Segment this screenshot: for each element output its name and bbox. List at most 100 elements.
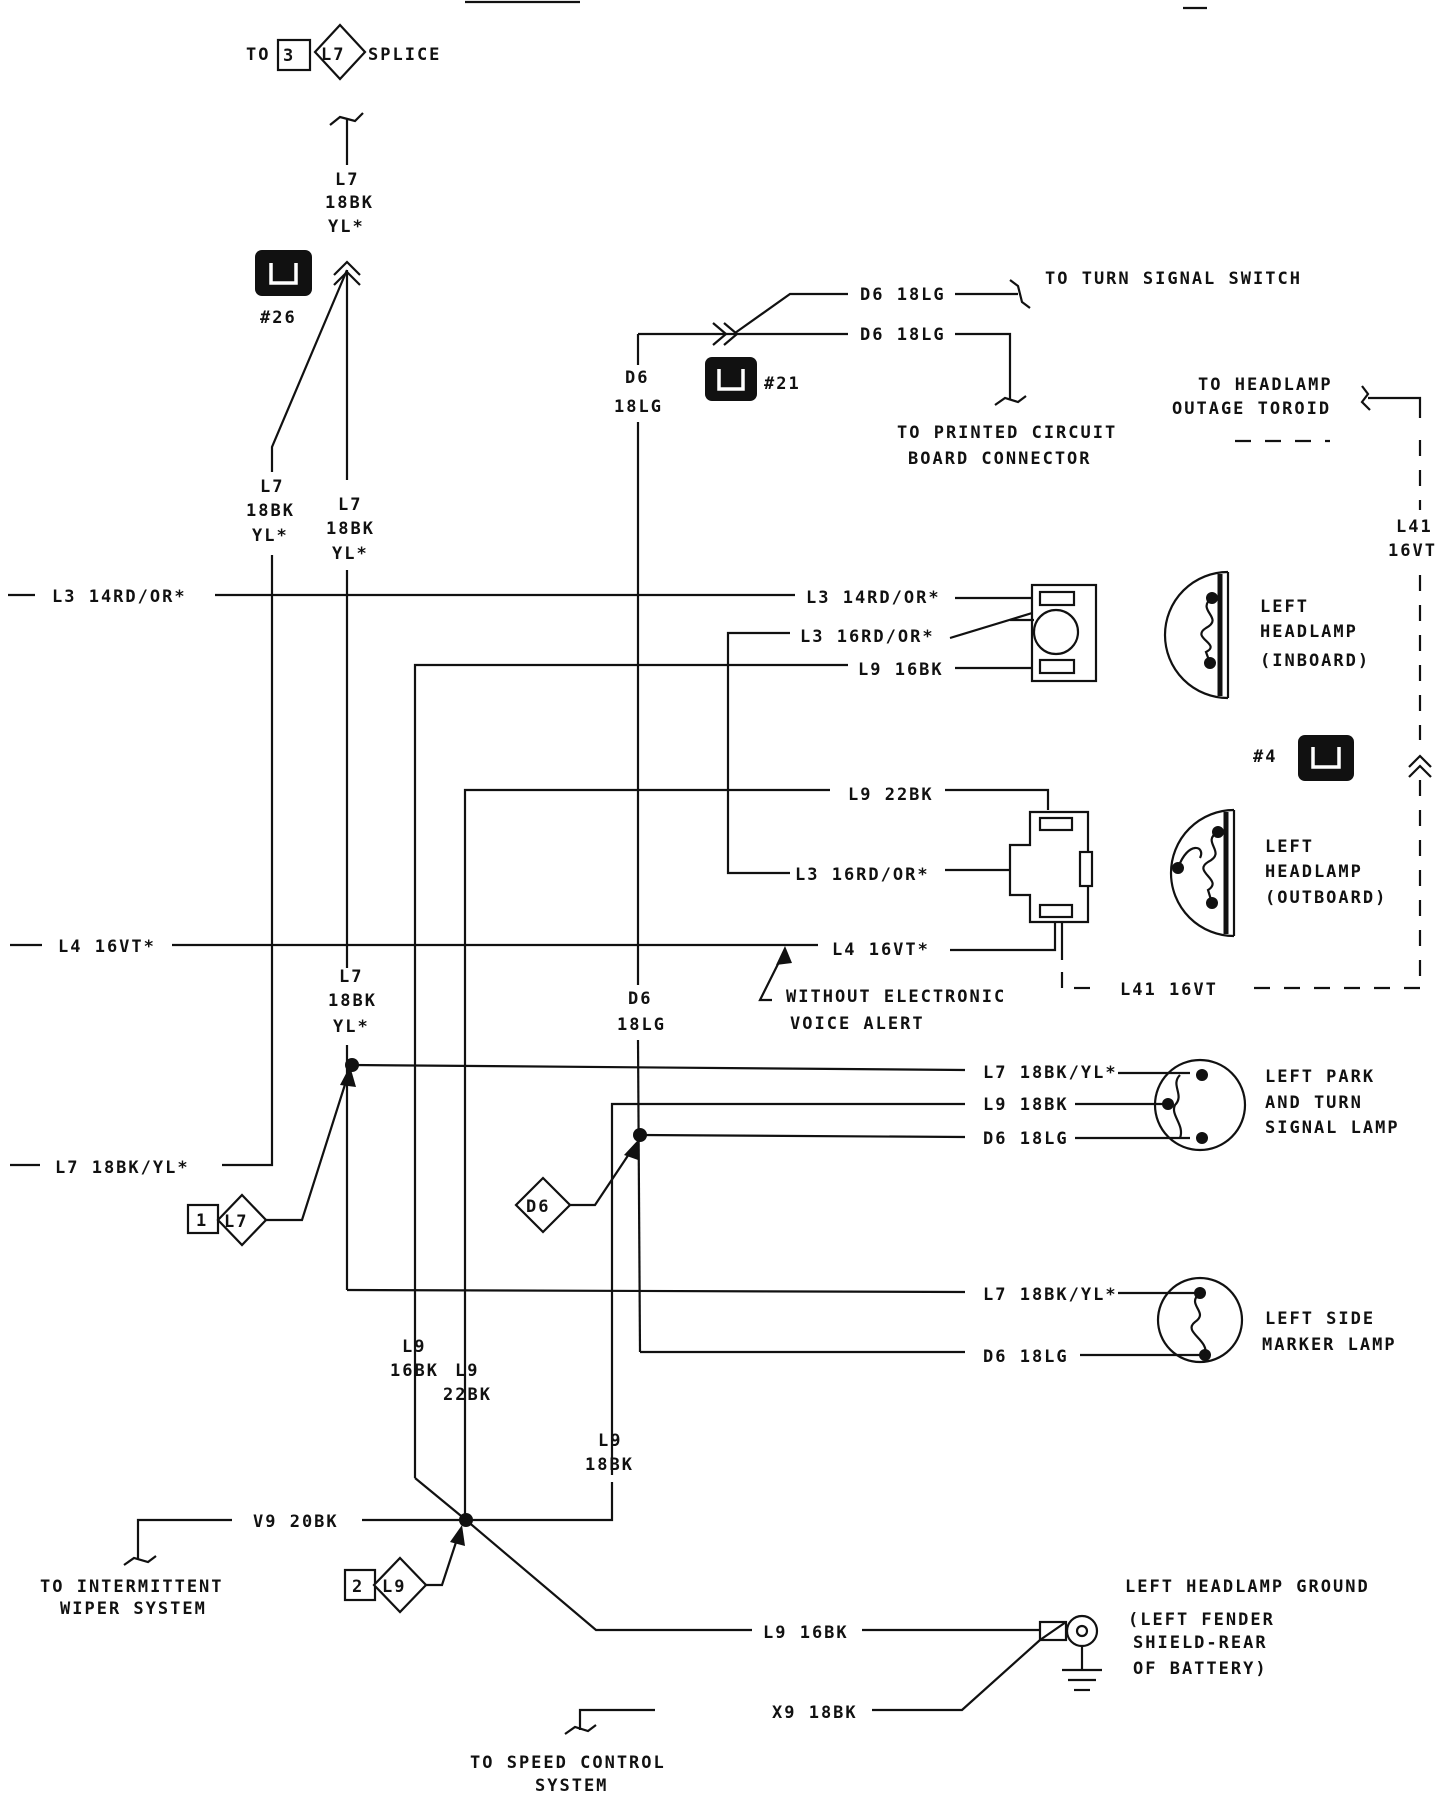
splice-diamond [216, 1193, 268, 1247]
lamp-label: SIGNAL LAMP [1265, 1118, 1400, 1138]
lamp-housing [1163, 570, 1229, 700]
wire-label: 18LG [617, 1015, 666, 1035]
splice-leader [426, 1529, 462, 1587]
wire-label: 18BK [325, 193, 374, 213]
connector-icon-glyph [269, 263, 298, 285]
destination-label: TO HEADLAMP [1198, 375, 1333, 395]
splice-number: 1 [196, 1211, 208, 1231]
splice-reference-top: TO 3 L7 SPLICE [246, 23, 441, 81]
wire-label: L7 18BK/YL* [983, 1063, 1118, 1083]
note-label: WITHOUT ELECTRONIC [786, 987, 1006, 1007]
wire-label: 16VT [1388, 541, 1437, 561]
wire-l9-18bk [610, 1102, 965, 1475]
splice-diamond [313, 23, 367, 81]
wire-label: D6 18LG [860, 285, 946, 305]
connector-pin [1038, 658, 1076, 675]
destination-label: TO PRINTED CIRCUIT [897, 423, 1117, 443]
wire-label: D6 18LG [860, 325, 946, 345]
splice-1-reference: 1 L7 [186, 1066, 356, 1247]
connector-chevrons [712, 322, 739, 346]
wire-label: L7 18BK/YL* [55, 1158, 190, 1178]
wire-label: L41 [1396, 517, 1433, 537]
wire-l3-loop [726, 631, 790, 875]
splice-leader [266, 1074, 350, 1222]
splice-circuit: L7 [321, 45, 345, 65]
outboard-connector [1008, 810, 1094, 960]
wire-l41-top [1368, 396, 1422, 418]
wire-x9-left [578, 1708, 655, 1730]
ground-label: (LEFT FENDER [1128, 1610, 1275, 1630]
ground-label: LEFT HEADLAMP GROUND [1125, 1577, 1370, 1597]
wire-label: D6 [625, 368, 649, 388]
connector-number: #21 [764, 374, 801, 394]
connector-26: #26 [255, 250, 312, 328]
wire-label: L3 16RD/OR* [800, 627, 935, 647]
destination-label: SYSTEM [535, 1776, 608, 1794]
wire-d6-lower [636, 1039, 642, 1353]
wire-label: L9 16BK [858, 660, 944, 680]
wire-label: V9 20BK [253, 1512, 339, 1532]
wire-label: L3 14RD/OR* [806, 588, 941, 608]
ground-symbol [1038, 1614, 1102, 1692]
wire-d6-lower-right [955, 332, 1012, 400]
wire-label: D6 18LG [983, 1347, 1069, 1367]
connector-icon-glyph [1311, 747, 1341, 769]
wire-label: 18BK [585, 1455, 634, 1475]
ground-eyelet [1065, 1614, 1099, 1648]
ground-terminal-slash [1039, 1621, 1067, 1641]
lamp-label: LEFT [1260, 597, 1309, 617]
splice-label: SPLICE [368, 45, 441, 65]
ground-label: SHIELD-REAR [1133, 1633, 1268, 1653]
lamp-filament [1200, 597, 1214, 664]
connector-pin [1038, 903, 1074, 919]
wire-v9-left [136, 1518, 232, 1560]
connector-icon [1298, 735, 1354, 781]
lamp-label: LEFT [1265, 837, 1314, 857]
lamp-filament [1172, 1074, 1183, 1139]
connector-4: #4 [1253, 735, 1354, 781]
destination-label: TO SPEED CONTROL [470, 1753, 666, 1773]
wire-label: L9 16BK [763, 1623, 849, 1643]
destination-label: BOARD CONNECTOR [908, 449, 1092, 469]
lamp-label: HEADLAMP [1260, 622, 1358, 642]
wire-label: L41 16VT [1120, 980, 1218, 1000]
connector-number: #4 [1253, 747, 1277, 767]
ground-eyelet-hole [1075, 1624, 1089, 1638]
wire-l9-converge [414, 1477, 467, 1521]
wire-label: X9 18BK [772, 1703, 858, 1723]
splice-diamond [372, 1556, 428, 1614]
splice-number: 2 [352, 1577, 364, 1597]
wire-label: YL* [328, 217, 365, 237]
wire-label: YL* [332, 544, 369, 564]
wire-l7-left [222, 555, 274, 1167]
wire-label: L3 14RD/OR* [52, 587, 187, 607]
wire-l9-16bk [413, 663, 848, 1478]
splice-diamond [514, 1176, 572, 1234]
wire-l9-ground [465, 1519, 752, 1632]
splice-arrow [340, 1066, 356, 1087]
connector-pin [1038, 816, 1074, 832]
evs-leader [758, 949, 786, 1002]
destination-label: TO TURN SIGNAL SWITCH [1045, 269, 1302, 289]
connector-pin [1078, 850, 1094, 888]
connector-icon [255, 250, 312, 296]
side-marker-lamp [1156, 1276, 1244, 1364]
splice-circuit: L9 [382, 1577, 406, 1597]
lamp-label: AND TURN [1265, 1093, 1363, 1113]
wire-l9-to-conn [945, 788, 1050, 810]
lamp-housing [1156, 1276, 1244, 1364]
wire-l9-22bk [463, 788, 830, 1520]
wire-label: 16BK [390, 1361, 439, 1381]
wire-label: YL* [252, 526, 289, 546]
lamp-terminal [1196, 1069, 1208, 1081]
splice-number-box [186, 1203, 220, 1235]
lamp-filament-2 [1176, 846, 1203, 869]
ground-label: OF BATTERY) [1133, 1659, 1268, 1679]
destination-label: TO INTERMITTENT [40, 1577, 224, 1597]
connector-socket [1032, 608, 1080, 656]
wire-label: L7 [335, 170, 359, 190]
headlamp-outboard [1169, 808, 1236, 938]
splice-circuit: L7 [224, 1212, 248, 1232]
wire-break [564, 1724, 597, 1735]
